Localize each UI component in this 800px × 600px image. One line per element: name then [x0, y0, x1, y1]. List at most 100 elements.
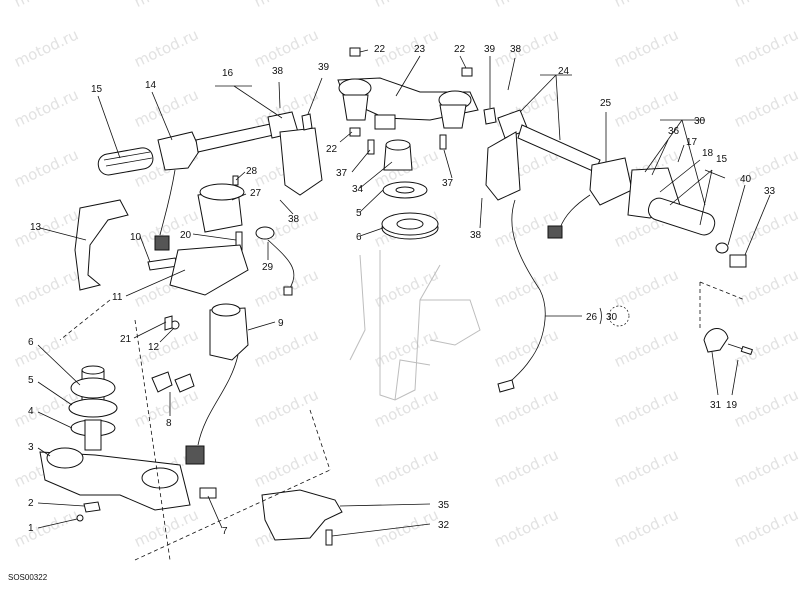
left-switch-14 [157, 131, 201, 171]
callout-38b: 38 [510, 44, 522, 55]
screw-32 [325, 529, 333, 546]
callout-22b: 22 [454, 44, 466, 55]
watermark-text: motod.ru [731, 0, 800, 11]
callout-15a: 15 [91, 84, 103, 95]
bolt-37-right [439, 134, 447, 150]
callout-24: 24 [558, 66, 570, 77]
callout-38d: 38 [288, 214, 300, 225]
lower-yoke-3 [39, 451, 191, 511]
left-handlebar-assembly [97, 111, 323, 251]
callout-18: 18 [702, 148, 714, 159]
watermark-text: motod.ru [11, 326, 81, 371]
callout-37b: 37 [442, 178, 454, 189]
watermark-text: motod.ru [491, 506, 561, 551]
left-fork-holder [279, 127, 323, 196]
leader-lines [37, 49, 771, 537]
bar-end-weight [703, 328, 754, 356]
callout-5b: 5 [28, 375, 34, 386]
watermark-text: motod.ru [491, 386, 561, 431]
callout-7: 7 [222, 526, 228, 537]
diagram-code: SOS00322 [8, 573, 48, 582]
watermark-text: motod.ru [371, 386, 441, 431]
watermark-text: motod.ru [371, 266, 441, 311]
callout-2: 2 [28, 498, 34, 509]
bolt-22-left [349, 47, 361, 57]
cover-assembly [261, 489, 343, 546]
callout-14: 14 [145, 80, 157, 91]
watermark-text: motod.ru [371, 326, 441, 371]
watermark-text: motod.ru [611, 26, 681, 71]
watermark-text: motod.ru [731, 506, 800, 551]
callout-27: 27 [250, 188, 262, 199]
callout-29: 29 [262, 262, 274, 273]
watermark-text: motod.ru [251, 446, 321, 491]
callout-6a: 6 [356, 232, 362, 243]
bearing-6-lower [70, 377, 116, 399]
screw-39-left [301, 113, 313, 131]
callout-11: 11 [112, 292, 123, 303]
callout-8: 8 [166, 418, 172, 429]
weight-33 [729, 254, 747, 268]
watermark-text: motod.ru [251, 326, 321, 371]
lock-connector [185, 445, 205, 465]
bolt-7 [199, 487, 217, 499]
cable-end-26 [497, 379, 515, 393]
watermark-text: motod.ru [371, 0, 441, 11]
callout-20: 20 [180, 230, 192, 241]
watermark-text: motod.ru [491, 26, 561, 71]
right-connector [547, 225, 563, 239]
bolt-37-left [367, 139, 375, 155]
key-8a [151, 371, 173, 393]
callout-28: 28 [246, 166, 258, 177]
screw-28 [232, 175, 239, 186]
sensor-29 [283, 286, 293, 296]
plate-11 [169, 244, 249, 296]
watermark-text: motod.ru [371, 506, 441, 551]
watermark-text: motod.ru [251, 0, 321, 11]
callout-17: 17 [686, 137, 698, 148]
callout-23: 23 [414, 44, 426, 55]
plug-40 [715, 242, 729, 254]
watermark-text: motod.ru [731, 446, 800, 491]
lower-steering-assembly [39, 365, 217, 522]
watermark-text: motod.ru [11, 506, 81, 551]
callout-brace [599, 305, 630, 327]
callout-33: 33 [764, 186, 776, 197]
callout-30b: 30 [606, 312, 618, 323]
handlebar-16 [195, 122, 279, 153]
seal-5-lower [68, 398, 118, 418]
callout-12: 12 [148, 342, 160, 353]
screw-19 [740, 345, 754, 356]
watermark-text: motod.ru [611, 0, 681, 11]
watermark-text: motod.ru [491, 266, 561, 311]
right-handlebar-assembly [483, 107, 747, 393]
screw-39-right [483, 107, 497, 125]
callout-39b: 39 [484, 44, 496, 55]
watermark-text: motod.ru [131, 506, 201, 551]
watermark-text: motod.ru [251, 26, 321, 71]
watermark-text: motod.ru [731, 86, 800, 131]
callout-22a: 22 [374, 44, 386, 55]
watermark-text: motod.ru [611, 506, 681, 551]
watermark-text: motod.ru [251, 386, 321, 431]
callout-4: 4 [28, 406, 34, 417]
callout-40: 40 [740, 174, 752, 185]
watermark-text: motod.ru [11, 0, 81, 11]
callout-35: 35 [438, 500, 450, 511]
callout-9: 9 [278, 318, 284, 329]
callout-30a: 30 [694, 116, 706, 127]
callout-39a: 39 [318, 62, 330, 73]
right-switch-25 [589, 157, 633, 206]
ring-29 [255, 226, 275, 240]
construction-lines [59, 281, 746, 561]
watermark-text: motod.ru [11, 146, 81, 191]
callout-31: 31 [710, 400, 722, 411]
watermark-text: motod.ru [131, 0, 201, 11]
callout-38c: 38 [470, 230, 482, 241]
watermark-text: motod.ru [11, 26, 81, 71]
clip-21 [164, 315, 173, 331]
right-grip-15 [647, 197, 716, 236]
yoke-center [374, 114, 396, 130]
